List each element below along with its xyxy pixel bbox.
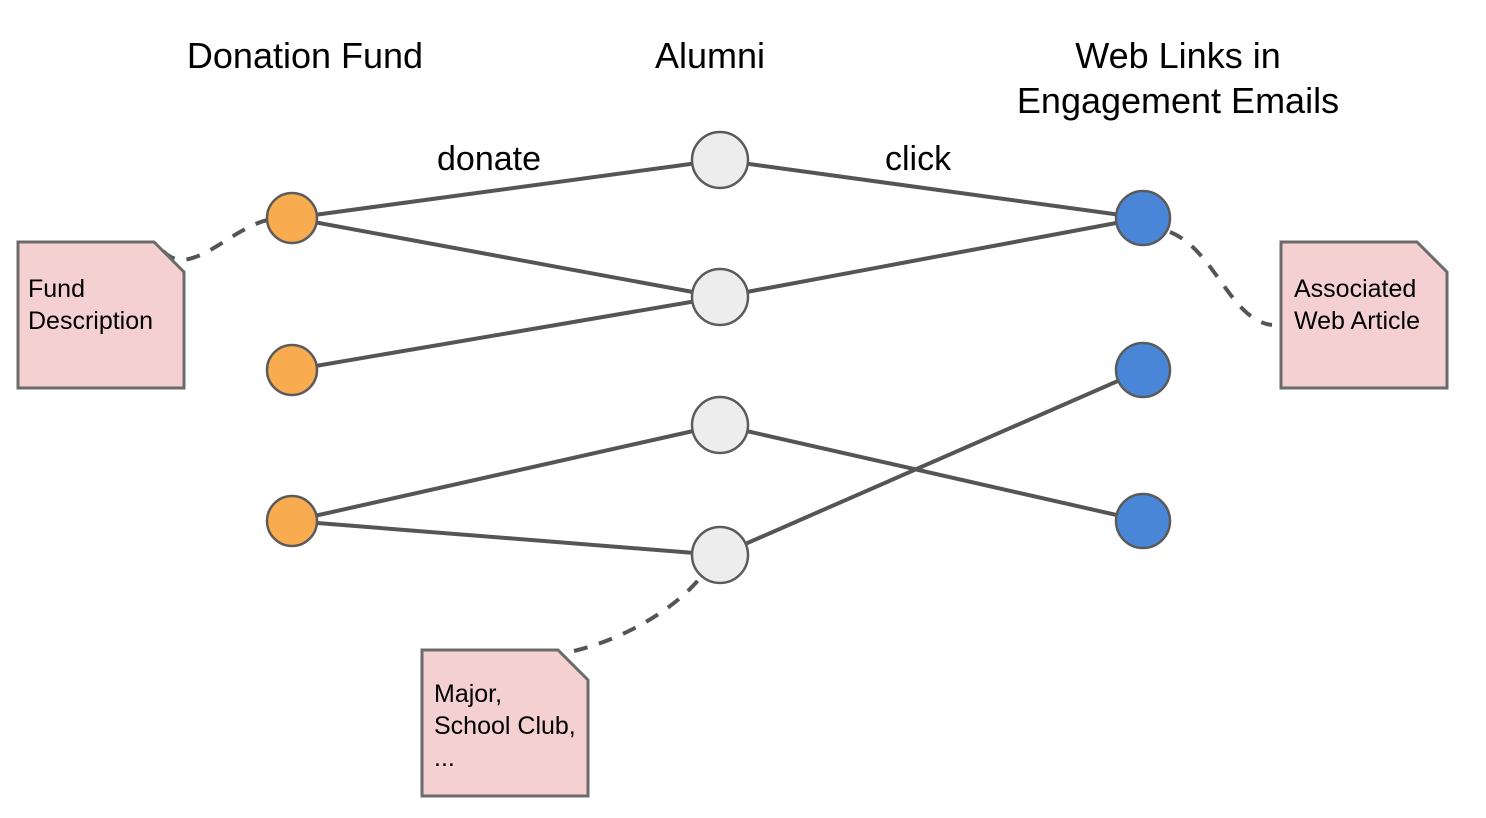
note-alumni-attributes — [420, 648, 590, 798]
column-title-alumni: Alumni — [654, 35, 766, 76]
associated-web-article-connector-icon — [1169, 230, 1273, 327]
edge-label-click: click — [885, 140, 952, 178]
node-alum-2[interactable] — [690, 267, 750, 327]
nodes-layer — [265, 130, 1172, 585]
edges-layer — [291, 158, 1144, 557]
node-link-1[interactable] — [1114, 189, 1172, 247]
node-alum-4[interactable] — [690, 525, 750, 585]
graph-edge — [719, 158, 1144, 220]
node-fund-3[interactable] — [265, 494, 319, 548]
graph-edge — [291, 295, 721, 372]
graph-edge — [291, 423, 721, 523]
node-alum-3[interactable] — [690, 395, 750, 455]
note-text-alumni-attributes: Major, School Club, ... — [434, 680, 576, 772]
graph-edge — [719, 216, 1144, 299]
node-link-2[interactable] — [1114, 341, 1172, 399]
node-fund-2[interactable] — [265, 343, 319, 397]
note-text-associated-web-article: Associated Web Article — [1294, 275, 1420, 335]
note-fund-description — [16, 240, 186, 390]
note-associated-web-article — [1279, 240, 1449, 390]
alumni-attributes-connector-icon — [573, 576, 702, 653]
notes-shapes-layer — [16, 240, 1449, 798]
graph-edge — [291, 158, 721, 220]
graph-edge — [291, 216, 721, 299]
graph-edge — [719, 423, 1144, 523]
column-title-web-links: Web Links in Engagement Emails — [1016, 35, 1340, 121]
graph-edge — [291, 519, 721, 557]
node-fund-1[interactable] — [265, 191, 319, 245]
column-title-donation-fund: Donation Fund — [186, 35, 424, 76]
note-connectors-layer — [161, 218, 1273, 653]
node-link-3[interactable] — [1114, 492, 1172, 550]
node-alum-1[interactable] — [690, 130, 750, 190]
edge-label-donate: donate — [437, 140, 541, 178]
fund-description-connector-icon — [161, 218, 269, 262]
note-text-fund-description: Fund Description — [28, 275, 154, 335]
graph-edge — [719, 368, 1144, 557]
